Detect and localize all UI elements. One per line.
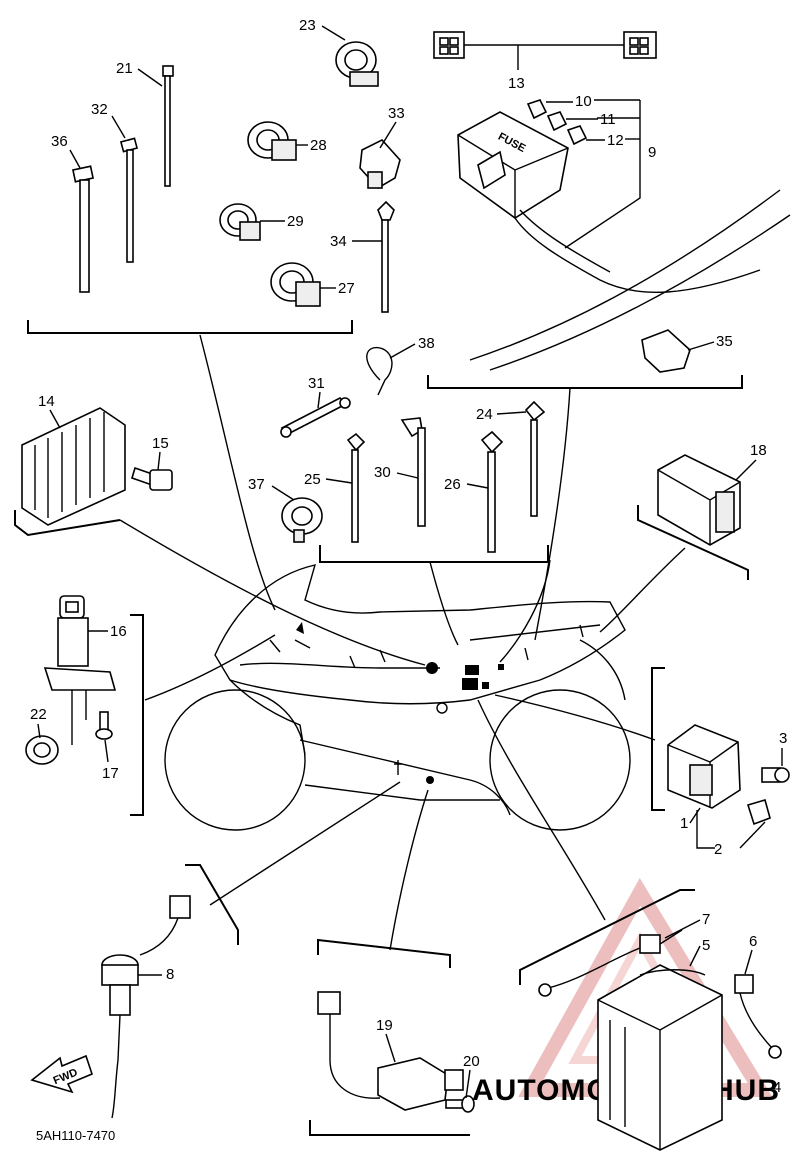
label-37: 37 [248,476,265,493]
leader-lines [119,334,686,951]
battery-lead-6 [734,974,782,1059]
label-12: 12 [607,132,624,149]
fuse-box-9 [457,99,791,371]
fuse-11 [546,111,568,132]
battery-band-5 [639,969,706,976]
label-9: 9 [648,144,656,161]
label-27: 27 [338,280,355,297]
label-22: 22 [30,706,47,723]
group-brackets [14,320,749,1136]
cable-tie-24 [524,400,546,517]
label-1: 1 [680,815,688,832]
clamp-27 [270,262,321,307]
watermark-text-2: HUB [712,1074,780,1107]
cable-tie-25 [346,432,366,543]
label-20: 20 [463,1053,480,1070]
cable-tie-30 [400,417,426,527]
clamp-37 [281,497,323,543]
cable-tie-32 [119,137,139,263]
motorcycle-outline [164,564,631,831]
cable-tie-26 [480,430,504,553]
label-16: 16 [110,623,127,640]
label-14: 14 [38,393,55,410]
main-switch-16 [43,595,117,745]
label-13: 13 [508,75,525,92]
wire-clip-38 [366,346,393,396]
clamp-28 [247,121,297,161]
label-32: 32 [91,101,108,118]
label-6: 6 [749,933,757,950]
label-8: 8 [166,966,174,983]
fuse-12 [566,125,588,146]
label-19: 19 [376,1017,393,1034]
cable-tie-36 [72,165,94,293]
bolt-3 [761,767,790,783]
label-34: 34 [330,233,347,250]
sidestand-switch-19 [317,991,464,1111]
label-10: 10 [575,93,592,110]
battery-lead-7 [538,929,683,997]
clamp-33 [359,139,401,190]
starter-relay-1 [667,724,741,809]
bolt-17 [95,711,113,740]
ground-lead-31 [280,397,351,438]
rectifier-14 [21,407,126,526]
label-7: 7 [702,911,710,928]
battery-4 [597,964,723,1151]
label-31: 31 [308,375,325,392]
bolt-15 [131,466,173,491]
label-35: 35 [716,333,733,350]
clamp-35 [641,329,691,373]
label-18: 18 [750,442,767,459]
label-21: 21 [116,60,133,77]
fuse-10 [526,99,548,120]
cable-tie-21 [162,65,174,187]
label-3: 3 [779,730,787,747]
label-26: 26 [444,476,461,493]
bolt-20 [445,1095,475,1113]
part-labels: 23 21 32 36 28 29 27 33 34 13 10 11 12 9… [30,17,787,1099]
label-28: 28 [310,137,327,154]
label-29: 29 [287,213,304,230]
relay-18 [657,454,741,546]
label-5: 5 [702,937,710,954]
diagram-code: 5AH110-7470 [36,1128,115,1143]
fuse-2 [696,799,771,849]
coupler-13 [433,31,657,70]
cable-tie-34 [377,200,395,313]
label-15: 15 [152,435,169,452]
label-30: 30 [374,464,391,481]
label-25: 25 [304,471,321,488]
fwd-arrow [30,1054,93,1094]
label-17: 17 [102,765,119,782]
label-4: 4 [773,1079,781,1096]
label-38: 38 [418,335,435,352]
clamp-22 [25,735,59,765]
label-2: 2 [714,841,722,858]
clamp-29 [219,203,261,241]
label-11: 11 [600,111,616,128]
clamp-23 [335,41,379,87]
label-24: 24 [476,406,493,423]
neutral-switch-8 [101,895,191,1119]
label-36: 36 [51,133,68,150]
label-23: 23 [299,17,316,34]
label-33: 33 [388,105,405,122]
